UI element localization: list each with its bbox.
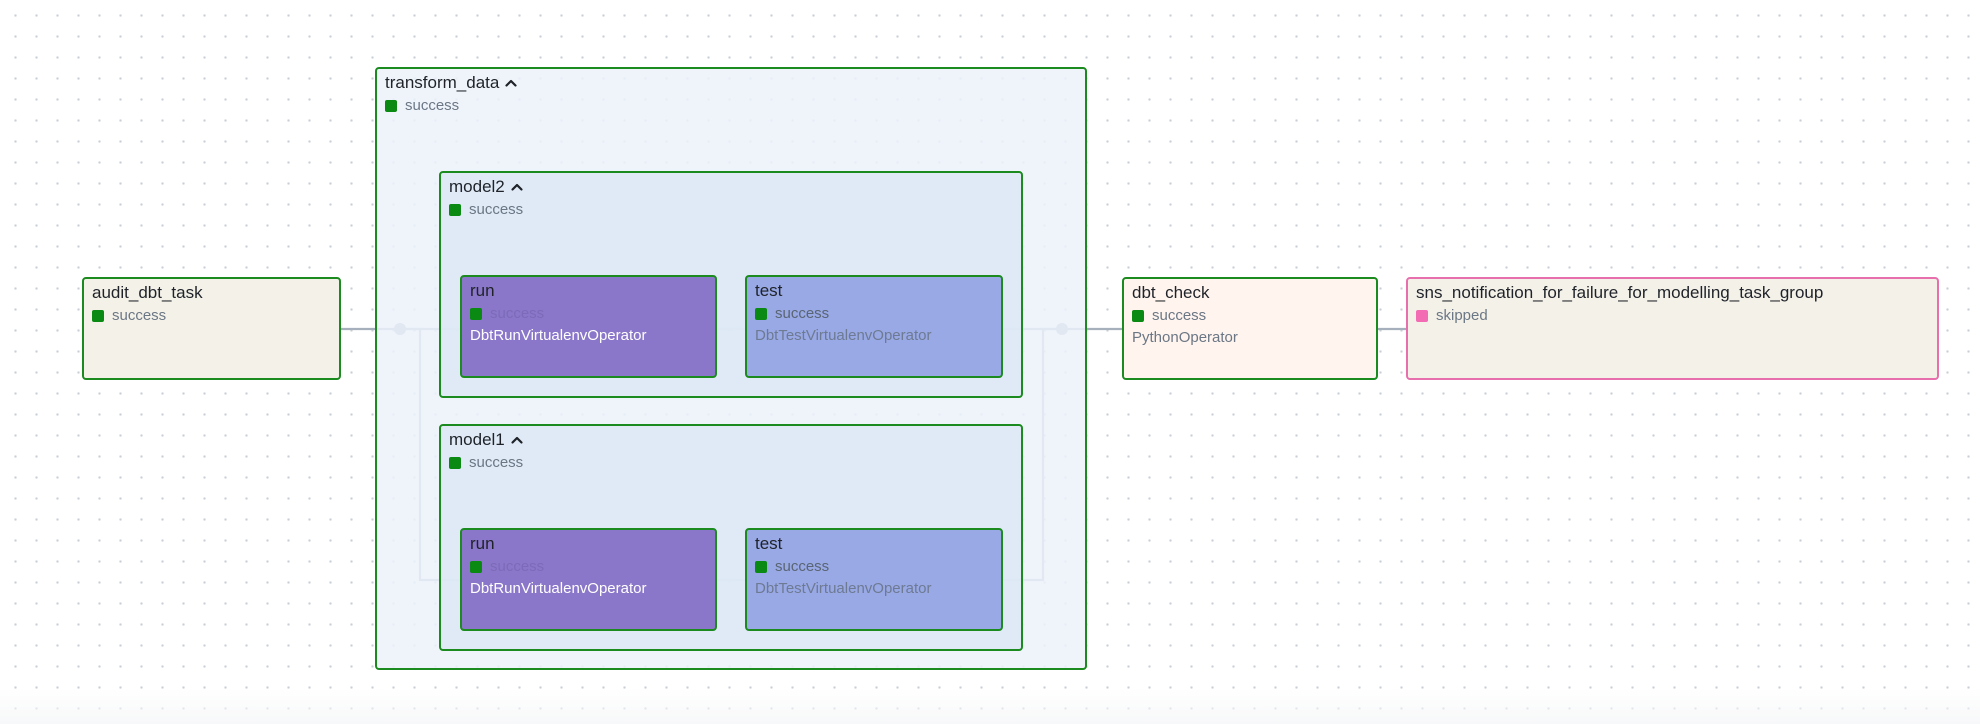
- chevron-up-icon[interactable]: [509, 179, 525, 195]
- chevron-up-icon[interactable]: [503, 75, 519, 91]
- task-status: success: [490, 305, 545, 322]
- task-status: success: [112, 307, 167, 324]
- task-status: success: [775, 558, 830, 575]
- canvas-bottom-fade: [0, 688, 1980, 724]
- group-transform-data-label: transform_data: [385, 73, 500, 92]
- task-label: sns_notification_for_failure_for_modelli…: [1416, 283, 1824, 302]
- task-node-model1-run[interactable]: run success DbtRunVirtualenvOperator: [460, 528, 717, 631]
- status-square-icon: [449, 457, 461, 469]
- status-square-icon: [1416, 310, 1428, 322]
- status-square-icon: [92, 310, 104, 322]
- task-label: audit_dbt_task: [92, 283, 203, 302]
- task-operator: DbtTestVirtualenvOperator: [755, 580, 932, 597]
- group-transform-data-status: success: [405, 97, 460, 114]
- task-node-model2-run[interactable]: run success DbtRunVirtualenvOperator: [460, 275, 717, 378]
- task-node-dbt-check[interactable]: dbt_check success PythonOperator: [1122, 277, 1378, 380]
- task-status: success: [775, 305, 830, 322]
- group-model1-status: success: [469, 454, 524, 471]
- task-operator: PythonOperator: [1132, 329, 1238, 346]
- status-square-icon: [755, 561, 767, 573]
- task-node-audit-dbt-task[interactable]: audit_dbt_task success: [82, 277, 341, 380]
- task-status: success: [1152, 307, 1207, 324]
- status-square-icon: [470, 308, 482, 320]
- task-operator: DbtRunVirtualenvOperator: [470, 580, 647, 597]
- task-operator: DbtTestVirtualenvOperator: [755, 327, 932, 344]
- task-status: success: [490, 558, 545, 575]
- status-square-icon: [1132, 310, 1144, 322]
- group-model2-status: success: [469, 201, 524, 218]
- task-node-model1-test[interactable]: test success DbtTestVirtualenvOperator: [745, 528, 1003, 631]
- task-operator: DbtRunVirtualenvOperator: [470, 327, 647, 344]
- task-label: run: [470, 281, 495, 300]
- group-model2-label: model2: [449, 177, 505, 196]
- status-square-icon: [755, 308, 767, 320]
- group-model1-label: model1: [449, 430, 505, 449]
- status-square-icon: [449, 204, 461, 216]
- task-status: skipped: [1436, 307, 1488, 324]
- task-node-model2-test[interactable]: test success DbtTestVirtualenvOperator: [745, 275, 1003, 378]
- task-label: run: [470, 534, 495, 553]
- status-square-icon: [470, 561, 482, 573]
- status-square-icon: [385, 100, 397, 112]
- task-node-sns-notification[interactable]: sns_notification_for_failure_for_modelli…: [1406, 277, 1939, 380]
- chevron-up-icon[interactable]: [509, 432, 525, 448]
- task-label: dbt_check: [1132, 283, 1210, 302]
- task-label: test: [755, 281, 783, 300]
- task-label: test: [755, 534, 783, 553]
